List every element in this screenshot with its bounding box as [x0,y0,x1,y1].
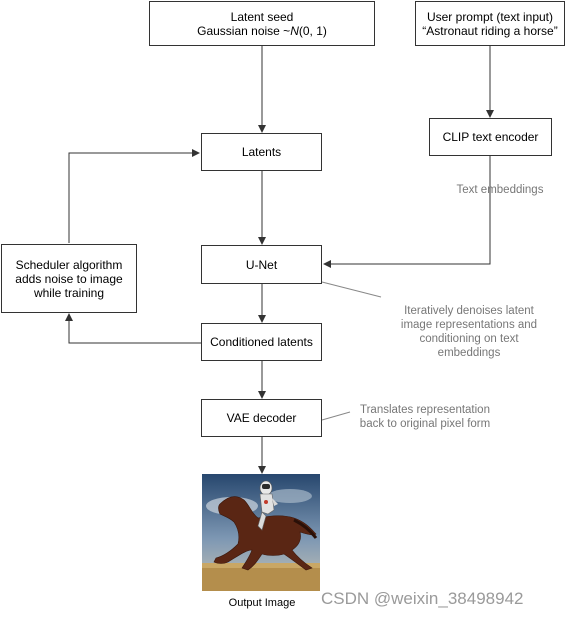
vae-annotation: Translates representation back to origin… [359,404,491,430]
output-image-caption: Output Image [228,597,296,609]
user-prompt-box: User prompt (text input) “Astronaut ridi… [415,1,565,46]
unet-box: U-Net [201,245,322,284]
user-prompt-example: “Astronaut riding a horse” [422,23,558,38]
clip-text-encoder-box: CLIP text encoder [429,118,552,156]
latents-label: Latents [241,145,282,159]
csdn-watermark: CSDN @weixin_38498942 [321,589,524,608]
astronaut-horse-illustration [202,474,320,591]
output-image [202,474,320,591]
pointer-vae-note [321,411,351,421]
conditioned-latents-label: Conditioned latents [210,335,313,349]
latent-seed-title: Latent seed [230,9,294,24]
latents-box: Latents [201,133,322,171]
user-prompt-title: User prompt (text input) [426,9,554,24]
vae-decoder-label: VAE decoder [226,411,297,425]
unet-annotation: Iteratively denoises latent image repres… [400,305,538,359]
arrow-conditioned-to-scheduler [65,313,201,344]
latent-seed-box: Latent seed Gaussian noise ~N(0, 1) [149,1,375,46]
arrow-clip-to-unet [323,156,491,268]
vae-decoder-box: VAE decoder [201,399,322,437]
arrow-scheduler-to-latents [68,149,200,243]
latent-seed-distribution: Gaussian noise ~N(0, 1) [197,23,327,38]
text-embeddings-label: Text embeddings [456,184,544,196]
conditioned-latents-box: Conditioned latents [201,323,322,361]
scheduler-box: Scheduler algorithm adds noise to image … [1,244,137,313]
pointer-unet-note [321,281,382,298]
astronaut-figure [257,480,278,531]
unet-label: U-Net [245,257,278,272]
clip-text-encoder-label: CLIP text encoder [442,130,539,144]
